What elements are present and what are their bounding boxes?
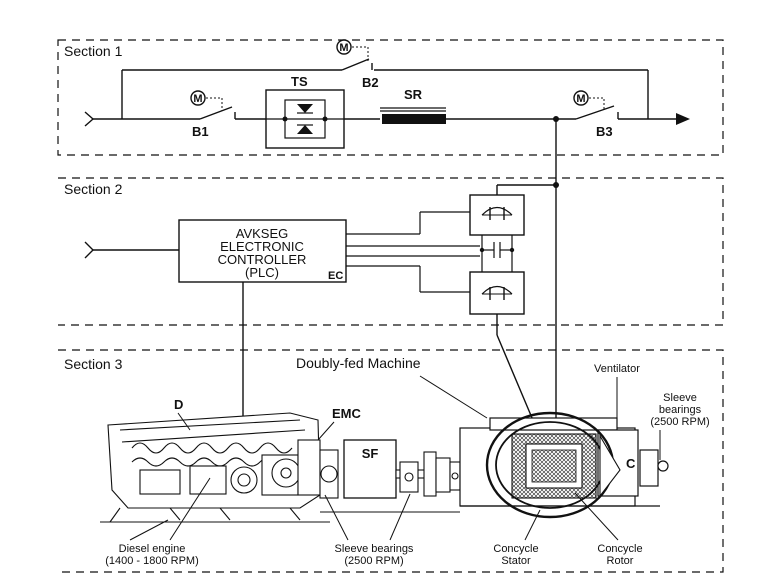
section-borders [57,39,724,573]
emc-label: EMC [332,406,362,421]
motor-icon [190,90,206,106]
b1-switch-blade [199,106,233,120]
stator-label-2: Stator [501,555,531,567]
ts-label: TS [291,74,308,89]
converter-grid-side [469,194,525,236]
diesel-engine [100,412,330,523]
electronic-controller [178,219,347,283]
dc-link [481,235,513,272]
ec-label: EC [328,270,343,282]
motor-symbol: M [193,93,202,105]
b1-label: B1 [192,124,209,139]
section3-border [58,349,724,573]
diesel-label-1: Diesel engine [119,543,186,555]
rotor-label-1: Concycle [597,543,642,555]
section2-border [58,177,724,326]
emc-coupling [319,449,339,499]
motor-symbol: M [576,93,585,105]
b3-switch-blade [575,105,615,120]
section1-title: Section 1 [64,43,123,59]
section2-title: Section 2 [64,181,123,197]
motor-icon [336,39,352,55]
motor-icon [573,90,589,106]
ventilator-fan [599,433,621,498]
sleeve-right-2: bearings [659,404,702,416]
sf-box [343,439,397,499]
c-label: C [626,456,636,471]
sleeve-right-3: (2500 RPM) [650,416,709,428]
diesel-label-2: (1400 - 1800 RPM) [105,555,199,567]
stator-label-1: Concycle [493,543,538,555]
thyristor-switch [265,89,345,149]
b2-switch-blade [341,58,370,71]
series-reactor [380,107,446,124]
input-terminal-2 [84,241,94,259]
engine-d-label: D [174,397,183,412]
section1-bus [84,58,680,127]
controller-line1: AVKSEG [236,226,289,241]
input-terminal-1 [84,111,95,127]
b2-label: B2 [362,75,379,90]
control-lines [346,211,480,293]
ventilator-label: Ventilator [594,363,640,375]
sleeve-bottom-2: (2500 RPM) [344,555,403,567]
sr-label: SR [404,87,423,102]
output-arrow [676,113,690,125]
section1-border [57,39,724,156]
motor-operator-b3: M [573,90,605,110]
callout-lines [129,430,661,541]
motor-symbol: M [339,42,348,54]
controller-line2: ELECTRONIC [220,239,304,254]
rotor-label-2: Rotor [607,555,634,567]
sleeve-right-1: Sleeve [663,392,697,404]
controller-line3: CONTROLLER [218,252,307,267]
controller-line4: (PLC) [245,265,279,280]
motor-operator-b1: M [190,90,223,111]
section3-title: Section 3 [64,356,123,372]
converter-rotor-side [469,271,525,315]
machine-title: Doubly-fed Machine [296,355,421,371]
shaft-assembly [320,451,461,513]
b3-label: B3 [596,124,613,139]
sleeve-bottom-1: Sleeve bearings [335,543,414,555]
motor-operator-b2: M [336,39,369,62]
sf-label: SF [362,446,379,461]
